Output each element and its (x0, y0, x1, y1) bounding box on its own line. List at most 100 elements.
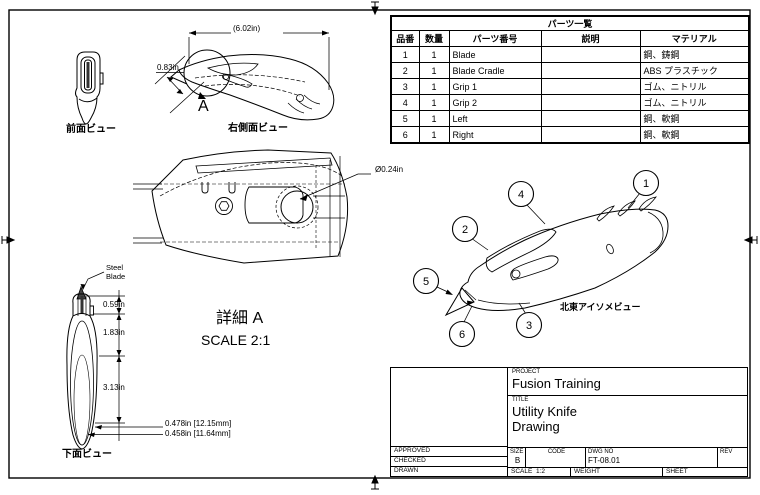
side-view-label: 右側面ビュー (228, 123, 288, 134)
side-view-dimensions (154, 30, 330, 114)
title-label: TITLE (512, 397, 529, 403)
scale-value: 1:2 (535, 468, 545, 475)
desc-cell (540, 94, 641, 111)
balloon-5-number: 5 (423, 276, 429, 288)
front-view-drawing (75, 51, 104, 125)
detail-marker-letter: A (198, 98, 209, 115)
detail-hole-leader (299, 173, 371, 201)
item-no-cell: 4 (390, 94, 420, 111)
code-box: CODE (526, 448, 586, 467)
part-cell: Right (448, 126, 542, 144)
size-label: SIZE (510, 449, 524, 455)
col-header-item-no: 品番 (390, 30, 420, 47)
qty-cell: 1 (418, 46, 450, 63)
bottom-seg2-dimension: 1.83in (103, 328, 125, 337)
bottom-seg3-dimension: 3.13in (103, 383, 125, 392)
material-cell: 鋼、軟鋼 (639, 110, 750, 127)
table-row: 1 1 Blade 鋼、鋳鋼 (390, 46, 750, 63)
table-row: 4 1 Grip 2 ゴム、ニトリル (390, 94, 750, 111)
bottom-seg1-dimension: 0.59in (103, 300, 125, 309)
steel-blade-note: Steel Blade (106, 263, 126, 281)
project-name: Fusion Training (512, 375, 601, 391)
parts-list-table: パーツ一覧 品番 数量 パーツ番号 説明 マテリアル 1 1 Blade 鋼、鋳… (390, 15, 750, 144)
checked-label: CHECKED (391, 456, 507, 466)
part-cell: Grip 1 (448, 78, 542, 95)
desc-cell (540, 110, 641, 127)
title-box: TITLE Utility Knife Drawing (508, 396, 747, 448)
iso-view-label: 北東アイソメビュー (560, 302, 641, 312)
bottom-width-outer-dimension: 0.478in [12.15mm] (165, 419, 232, 428)
detail-view-title: 詳細 A (216, 310, 264, 327)
material-cell: ABS プラスチック (639, 62, 750, 79)
bottom-width-inner-dimension: 0.458in [11.64mm] (165, 428, 231, 438)
rev-box: REV (718, 448, 747, 467)
project-box: PROJECT Fusion Training (508, 368, 747, 396)
sheet-label: SHEET (666, 468, 688, 475)
sheet-border (8, 9, 751, 479)
title-block-signoff-column: APPROVED CHECKED DRAWN (391, 368, 508, 476)
table-row: 2 1 Blade Cradle ABS プラスチック (390, 62, 750, 79)
bottom-view-dimensions (80, 271, 163, 441)
size-value: B (514, 455, 521, 465)
item-no-cell: 5 (390, 110, 420, 127)
desc-cell (540, 62, 641, 79)
dwg-no-box: DWG NO FT-08.01 (586, 448, 718, 467)
item-no-cell: 1 (390, 46, 420, 63)
center-mark-left (1, 236, 16, 244)
side-length-dimension: (6.02in) (233, 24, 261, 33)
parts-table-title-row: パーツ一覧 (390, 15, 750, 31)
size-box: SIZE B (508, 448, 526, 467)
detail-circle-a (183, 49, 231, 99)
balloon-5-circle (412, 267, 440, 295)
rev-label: REV (720, 449, 733, 455)
balloon-1-circle (632, 169, 660, 197)
desc-cell (540, 126, 641, 144)
balloons: 1 2 3 4 5 6 (412, 169, 660, 348)
dwg-no-label: DWG NO (588, 449, 614, 455)
desc-cell (540, 46, 641, 63)
balloon-6-number: 6 (459, 329, 465, 341)
item-no-cell: 3 (390, 78, 420, 95)
side-view-drawing (170, 54, 335, 121)
balloon-6-circle (448, 320, 476, 348)
detail-view-drawing (133, 149, 349, 264)
center-mark-bottom (371, 474, 379, 490)
title-block: APPROVED CHECKED DRAWN PROJECT Fusion Tr… (390, 367, 748, 477)
table-row: 3 1 Grip 1 ゴム、ニトリル (390, 78, 750, 95)
center-mark-top (371, 1, 379, 16)
table-row: 5 1 Left 鋼、軟鋼 (390, 110, 750, 127)
qty-cell: 1 (418, 78, 450, 95)
balloon-2-circle (451, 215, 479, 243)
qty-cell: 1 (418, 62, 450, 79)
qty-cell: 1 (418, 110, 450, 127)
detail-hole-dimension: Ø0.24in (375, 165, 404, 174)
material-cell: ゴム、ニトリル (639, 78, 750, 95)
scale-label: SCALE (511, 468, 533, 475)
col-header-part-number: パーツ番号 (448, 30, 542, 47)
item-no-cell: 2 (390, 62, 420, 79)
material-cell: 鋼、鋳鋼 (639, 46, 750, 63)
code-label: CODE (547, 449, 566, 455)
qty-cell: 1 (418, 94, 450, 111)
bottom-view-label: 下面ビュー (62, 449, 112, 460)
center-mark-right (743, 236, 758, 244)
part-cell: Blade Cradle (448, 62, 542, 79)
project-label: PROJECT (512, 369, 541, 375)
weight-box: WEIGHT (571, 468, 663, 476)
weight-label: WEIGHT (574, 468, 600, 475)
balloon-4-number: 4 (518, 189, 524, 201)
part-cell: Grip 2 (448, 94, 542, 111)
table-row: 6 1 Right 鋼、軟鋼 (390, 126, 750, 144)
side-blade-dimension: 0.83in (157, 63, 179, 72)
col-header-material: マテリアル (639, 30, 750, 47)
title-block-main-column: PROJECT Fusion Training TITLE Utility Kn… (508, 368, 747, 476)
balloon-leaders (436, 192, 641, 323)
balloon-1-number: 1 (643, 178, 649, 190)
balloon-3-number: 3 (526, 320, 532, 332)
balloon-4-circle (507, 180, 535, 208)
iso-view-drawing (444, 196, 669, 317)
part-cell: Left (448, 110, 542, 127)
item-no-cell: 6 (390, 126, 420, 144)
